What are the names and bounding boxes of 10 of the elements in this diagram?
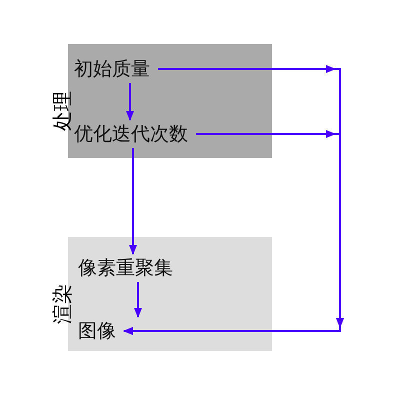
arrow	[134, 282, 142, 318]
step-label: 优化迭代次数	[74, 123, 188, 145]
arrow	[129, 148, 137, 255]
step-label: 初始质量	[74, 58, 150, 80]
arrow	[123, 130, 344, 335]
group-heading: 处理	[52, 91, 72, 131]
arrow	[126, 83, 134, 121]
group-heading: 渲染	[52, 284, 72, 324]
step-label: 图像	[78, 320, 116, 342]
step-label: 像素重聚集	[78, 257, 173, 279]
